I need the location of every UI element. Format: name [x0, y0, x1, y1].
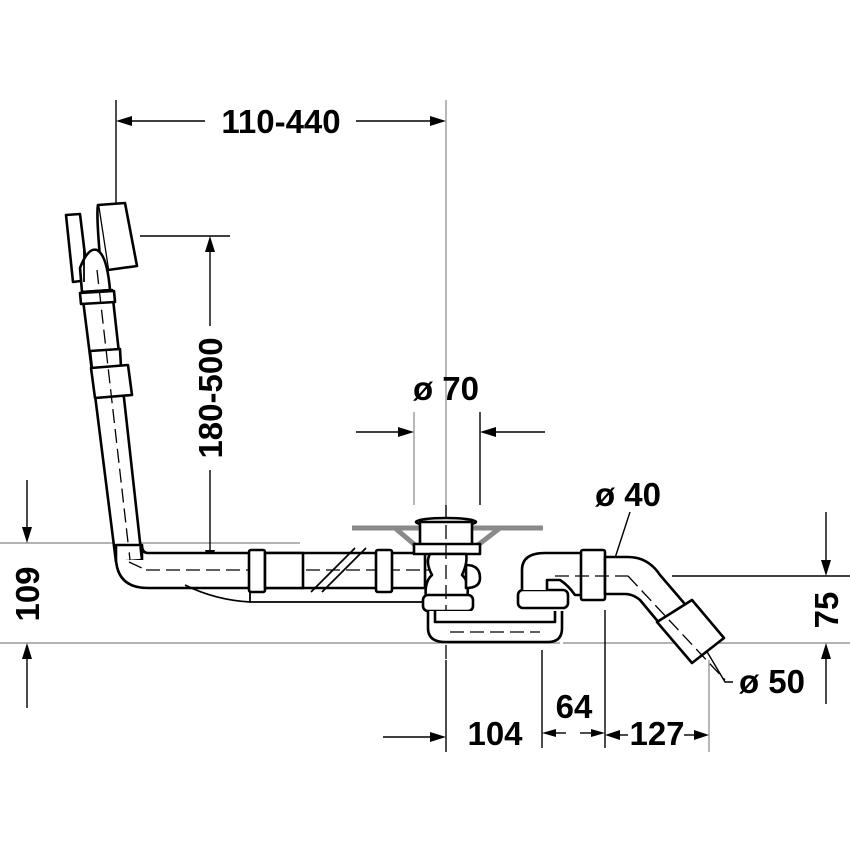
- dimension-dia-50: ø 50: [705, 649, 805, 700]
- label-dia-70: ø 70: [413, 370, 479, 407]
- dimension-dia-40: ø 40: [595, 476, 661, 559]
- trap-bottom: [426, 611, 564, 644]
- label-109: 109: [9, 566, 46, 621]
- dimension-127: 127: [605, 715, 709, 752]
- label-110-440: 110-440: [221, 103, 340, 140]
- label-127: 127: [629, 715, 684, 752]
- label-dia-40: ø 40: [595, 476, 661, 513]
- label-75: 75: [808, 592, 845, 629]
- overflow-riser: [78, 269, 144, 564]
- dimension-75: 75: [808, 512, 845, 704]
- label-104: 104: [467, 715, 523, 752]
- dimension-109: 109: [9, 480, 46, 708]
- overflow-head: [64, 201, 139, 294]
- dimension-180-500: 180-500: [192, 236, 229, 566]
- dimension-110-440: 110-440: [116, 103, 446, 140]
- outlet-assembly: [516, 548, 726, 681]
- label-dia-50: ø 50: [739, 663, 805, 700]
- label-180-500: 180-500: [192, 337, 229, 458]
- connecting-pipe: [114, 543, 440, 603]
- label-64: 64: [556, 688, 593, 725]
- dimension-104: 104: [383, 715, 523, 752]
- drain-body: [352, 505, 543, 660]
- dimension-dia-70: ø 70: [356, 370, 545, 437]
- dimension-64: 64: [542, 688, 605, 737]
